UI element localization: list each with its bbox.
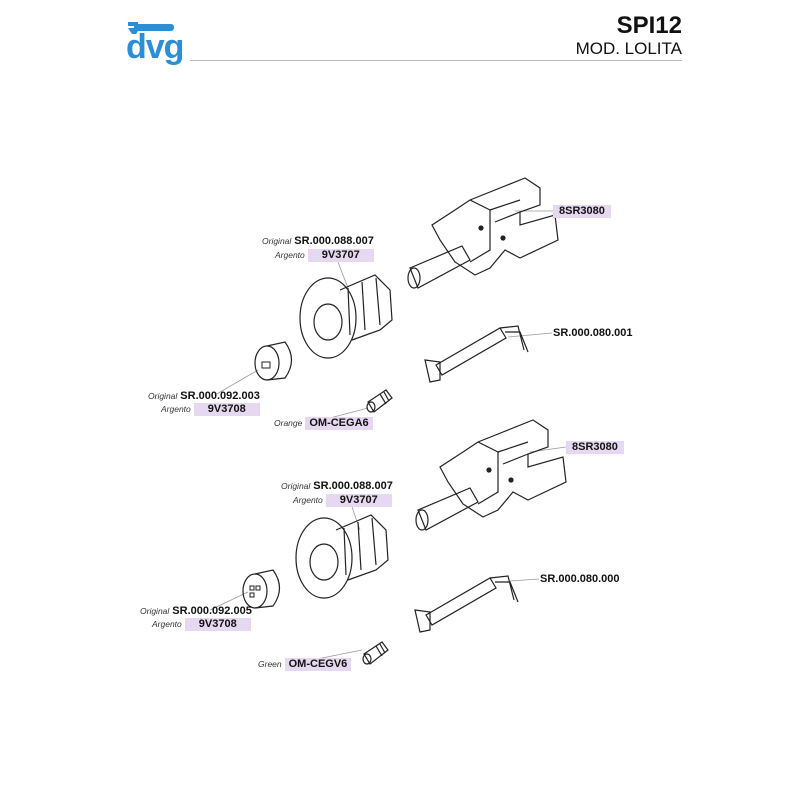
part-code: OM-CEGA6 bbox=[305, 417, 373, 430]
insert-1 bbox=[366, 389, 393, 413]
insert-2 bbox=[362, 641, 389, 665]
mixer-code-label-1: 8SR3080 bbox=[553, 205, 611, 218]
page-title: SPI12 bbox=[616, 12, 682, 39]
label-caption: Original bbox=[148, 391, 178, 401]
label-caption: Original bbox=[281, 481, 311, 491]
label-caption: Argento bbox=[293, 495, 323, 505]
label-caption: Argento bbox=[275, 250, 305, 260]
label-caption: Original bbox=[140, 606, 170, 616]
mixer-body-2 bbox=[415, 419, 567, 531]
page-subtitle: MOD. LOLITA bbox=[575, 39, 682, 58]
part-code: SR.000.092.003 bbox=[180, 390, 260, 402]
mixer-code-label-2: 8SR3080 bbox=[566, 441, 624, 454]
mixer-body-1 bbox=[407, 177, 559, 289]
cartridge-2 bbox=[414, 575, 519, 633]
part-code: 9V3707 bbox=[307, 249, 374, 262]
header-divider bbox=[190, 60, 682, 61]
part-code: SR.000.092.005 bbox=[172, 605, 252, 617]
part-code: 9V3708 bbox=[193, 403, 260, 416]
knob-1 bbox=[254, 341, 293, 381]
cartridge-code-label-1: SR.000.080.001 bbox=[553, 327, 633, 339]
part-code: 9V3708 bbox=[184, 618, 251, 631]
label-caption: Argento bbox=[152, 619, 182, 629]
part-code: OM-CEGV6 bbox=[284, 658, 352, 671]
part-code: 8SR3080 bbox=[566, 441, 624, 454]
part-code: SR.000.088.007 bbox=[313, 480, 393, 492]
flange-1 bbox=[299, 274, 393, 359]
label-caption: Original bbox=[262, 236, 292, 246]
part-code: 9V3707 bbox=[325, 494, 392, 507]
part-code: 8SR3080 bbox=[553, 205, 611, 218]
flange-2 bbox=[295, 514, 389, 599]
label-caption: Green bbox=[258, 659, 282, 669]
knob-2 bbox=[242, 569, 281, 609]
cartridge-code-label-2: SR.000.080.000 bbox=[540, 573, 620, 585]
label-caption: Argento bbox=[161, 404, 191, 414]
logo: dvg bbox=[126, 28, 184, 66]
logo-tap-icon bbox=[128, 22, 174, 34]
part-code: SR.000.088.007 bbox=[294, 235, 374, 247]
cartridge-1 bbox=[424, 325, 529, 383]
label-caption: Orange bbox=[274, 418, 303, 428]
